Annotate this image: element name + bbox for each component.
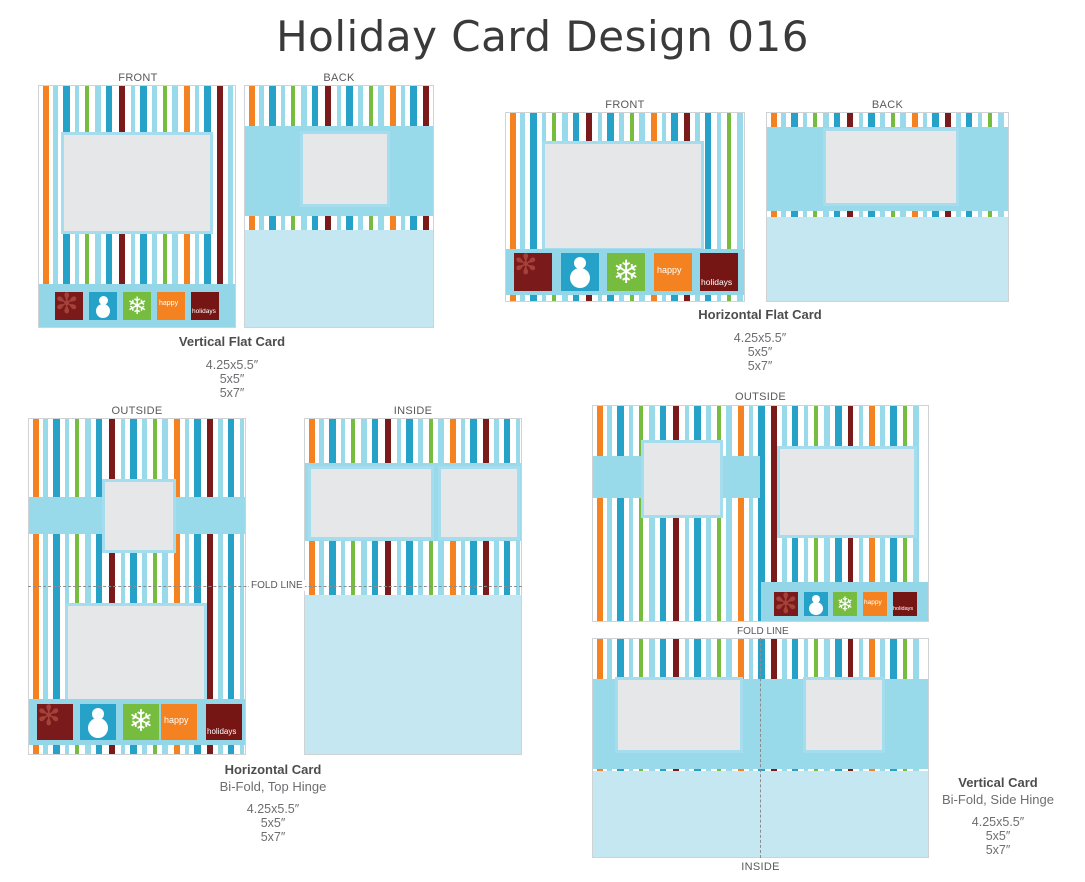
vbifold-fold-label: FOLD LINE <box>736 626 790 637</box>
vbifold-subtitle: Bi-Fold, Side Hinge <box>942 792 1054 807</box>
photo-placeholder <box>61 132 213 234</box>
vbifold-fold-line <box>760 638 761 858</box>
stripe <box>617 406 624 621</box>
vbifold-outside-card: ❄ happy holidays <box>592 405 929 622</box>
stripe <box>510 113 516 301</box>
stripe <box>771 406 777 621</box>
snowflake-icon: ❄ <box>123 704 159 740</box>
hflat-front-label: FRONT <box>605 99 645 111</box>
hflat-size-2: 5x5″ <box>747 345 773 359</box>
stripe <box>520 113 525 301</box>
vflat-name: Vertical Flat Card <box>178 334 286 349</box>
photo-placeholder <box>300 131 390 207</box>
holidays-tile: holidays <box>191 292 219 320</box>
holidays-text: holidays <box>207 727 237 736</box>
photo-placeholder <box>102 479 176 553</box>
vflat-front-label: FRONT <box>118 72 158 84</box>
stripe <box>726 406 732 621</box>
happy-text: happy <box>159 300 179 307</box>
holidays-tile: holidays <box>893 592 917 616</box>
photo-placeholder <box>823 128 959 206</box>
vbifold-size-3: 5x7″ <box>985 843 1011 857</box>
snowman-icon <box>561 253 599 291</box>
happy-tile: happy <box>863 592 887 616</box>
stripe <box>53 86 58 327</box>
holidays-tile: holidays <box>206 704 242 740</box>
stripe <box>705 113 711 301</box>
photo-placeholder <box>542 141 704 251</box>
photo-placeholder <box>65 603 207 707</box>
snowflake-icon: ❄ <box>833 592 857 616</box>
poinsettia-icon <box>774 592 798 616</box>
poinsettia-icon <box>55 292 83 320</box>
holidays-text: holidays <box>701 277 733 287</box>
snowman-icon <box>89 292 117 320</box>
happy-text: happy <box>164 715 189 725</box>
hbifold-inside-label: INSIDE <box>393 405 433 417</box>
vflat-front-card: ❄ happy holidays <box>38 85 236 328</box>
stripe <box>717 113 721 301</box>
holidays-text: holidays <box>192 308 216 315</box>
stripe <box>727 113 731 301</box>
snowman-icon <box>80 704 116 740</box>
stripe <box>737 113 743 301</box>
stripe <box>530 113 537 301</box>
holidays-text: holidays <box>893 606 914 612</box>
hbifold-name: Horizontal Card <box>224 762 322 777</box>
vbifold-name: Vertical Card <box>958 775 1038 790</box>
stripe <box>607 406 612 621</box>
snowman-icon <box>804 592 828 616</box>
hbifold-outside-label: OUTSIDE <box>111 405 163 417</box>
stripe <box>749 406 753 621</box>
stripe <box>758 406 765 621</box>
vbifold-size-1: 4.25x5.5″ <box>971 815 1025 829</box>
hbifold-subtitle: Bi-Fold, Top Hinge <box>219 779 327 794</box>
happy-tile: happy <box>157 292 185 320</box>
hflat-size-3: 5x7″ <box>747 359 773 373</box>
stripe <box>43 86 49 327</box>
vflat-size-1: 4.25x5.5″ <box>205 358 259 372</box>
vbifold-outside-label: OUTSIDE <box>735 391 786 403</box>
happy-text: happy <box>864 599 882 606</box>
happy-text: happy <box>657 265 682 275</box>
hflat-name: Horizontal Flat Card <box>698 307 822 322</box>
vflat-size-2: 5x5″ <box>219 372 245 386</box>
vflat-size-3: 5x7″ <box>219 386 245 400</box>
poinsettia-icon <box>37 704 73 740</box>
photo-placeholder <box>308 466 434 540</box>
photo-placeholder <box>777 446 917 538</box>
vbifold-size-2: 5x5″ <box>985 829 1011 843</box>
happy-tile: happy <box>654 253 692 291</box>
vflat-back-card <box>244 85 434 328</box>
hflat-size-1: 4.25x5.5″ <box>733 331 787 345</box>
stripe <box>738 406 744 621</box>
vbifold-inside-label: INSIDE <box>741 861 780 873</box>
stripe <box>228 86 233 327</box>
stripe <box>217 86 223 327</box>
hflat-back-card <box>766 112 1009 302</box>
holidays-tile: holidays <box>700 253 738 291</box>
photo-placeholder <box>641 440 723 518</box>
stripe <box>629 406 633 621</box>
hbifold-fold-label: FOLD LINE <box>249 580 305 591</box>
hbifold-size-2: 5x5″ <box>260 816 286 830</box>
page-title: Holiday Card Design 016 <box>276 12 809 61</box>
hflat-front-card: ❄ happy holidays <box>505 112 745 302</box>
hbifold-size-1: 4.25x5.5″ <box>246 802 300 816</box>
snowflake-icon: ❄ <box>123 292 151 320</box>
poinsettia-icon <box>514 253 552 291</box>
vflat-back-label: BACK <box>323 72 355 84</box>
photo-placeholder <box>803 677 885 753</box>
stripe <box>597 406 603 621</box>
photo-placeholder <box>438 466 520 540</box>
hbifold-size-3: 5x7″ <box>260 830 286 844</box>
happy-tile: happy <box>161 704 197 740</box>
photo-placeholder <box>615 677 743 753</box>
hflat-back-label: BACK <box>871 99 904 111</box>
snowflake-icon: ❄ <box>607 253 645 291</box>
